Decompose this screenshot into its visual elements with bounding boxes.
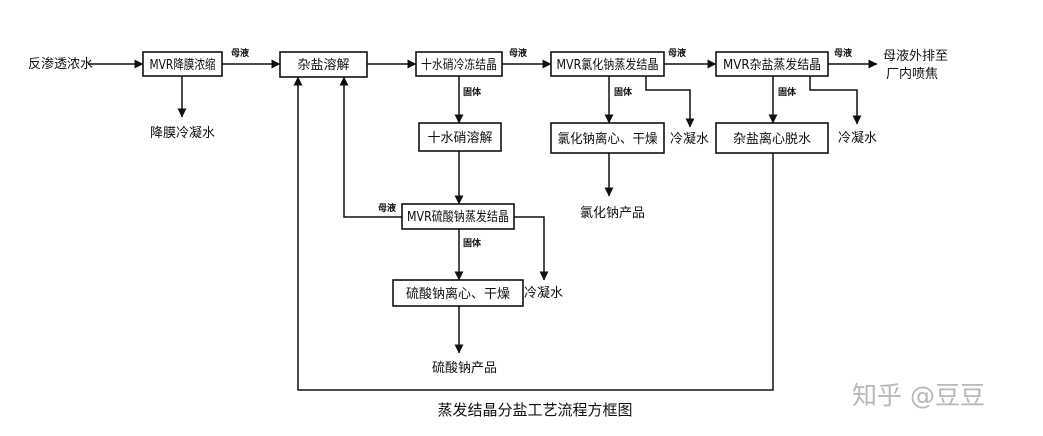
arrow-mixed-dewater-return-loop: [293, 76, 774, 391]
label-membrane-condensate: 降膜冷凝水: [150, 125, 215, 141]
box-mirabilite-crystal-label: 十水硝冷冻结晶: [421, 57, 497, 73]
label-na2so4-product: 硫酸钠产品: [432, 361, 497, 376]
label-mother-liquor-4: 母液: [834, 47, 853, 59]
box-mixed-salt-dissolve-label: 杂盐溶解: [297, 58, 349, 73]
box-nacl-centrifuge: 氯化钠离心、干燥: [550, 122, 665, 154]
box-mixed-evap-label: MVR杂盐蒸发结晶: [723, 57, 821, 73]
label-mother-liquor-5: 母液: [378, 202, 397, 214]
arrow-na2so4-evap-to-condensate: [514, 216, 549, 281]
arrow-nacl-evap-to-condensate: [645, 76, 695, 128]
box-mixed-dewater-label: 杂盐离心脱水: [733, 131, 811, 147]
box-na2so4-evap-label: MVR硫酸钠蒸发结晶: [407, 209, 509, 225]
label-condensate-na2so4: 冷凝水: [524, 285, 563, 301]
box-nacl-evap: MVR氯化钠蒸发结晶: [550, 51, 665, 77]
box-mirabilite-dissolve-label: 十水硝溶解: [427, 131, 492, 146]
box-mixed-salt-dissolve: 杂盐溶解: [279, 51, 368, 78]
connectors: [88, 59, 878, 391]
label-mother-liquor-2: 母液: [509, 47, 528, 59]
label-solid-1: 固体: [463, 86, 482, 98]
label-solid-3: 固体: [778, 86, 797, 98]
box-nacl-evap-label: MVR氯化钠蒸发结晶: [557, 57, 659, 73]
arrow-mixed-evap-to-condensate: [809, 76, 862, 125]
label-mother-liquor-3: 母液: [668, 47, 687, 59]
diagram-caption: 蒸发结晶分盐工艺流程方框图: [437, 401, 632, 419]
label-outlet-line1: 母液外排至: [883, 49, 948, 64]
label-outlet-line2: 厂内喷焦: [886, 66, 938, 82]
box-mirabilite-dissolve: 十水硝溶解: [418, 122, 502, 152]
box-mirabilite-crystal: 十水硝冷冻结晶: [415, 51, 503, 77]
label-solid-4: 固体: [463, 237, 482, 249]
process-boxes: MVR降膜浓缩 杂盐溶解 十水硝冷冻结晶 MVR氯化钠蒸发结晶 MVR杂盐蒸发结…: [142, 51, 829, 307]
box-nacl-centrifuge-label: 氯化钠离心、干燥: [558, 131, 658, 147]
box-na2so4-evap: MVR硫酸钠蒸发结晶: [401, 203, 515, 230]
box-mvr-membrane: MVR降膜浓缩: [142, 51, 223, 77]
box-na2so4-centrifuge: 硫酸钠离心、干燥: [392, 279, 524, 307]
box-mixed-dewater: 杂盐离心脱水: [715, 122, 829, 154]
label-solid-2: 固体: [614, 86, 633, 98]
watermark: 知乎 @豆豆: [852, 381, 985, 410]
label-mother-liquor-1: 母液: [231, 47, 250, 59]
box-na2so4-centrifuge-label: 硫酸钠离心、干燥: [406, 286, 510, 302]
label-nacl-product: 氯化钠产品: [580, 206, 645, 221]
box-mixed-evap: MVR杂盐蒸发结晶: [715, 51, 829, 77]
box-mvr-membrane-label: MVR降膜浓缩: [150, 57, 216, 73]
label-condensate-mixed: 冷凝水: [838, 130, 877, 146]
flow-labels: 反渗透浓水 降膜冷凝水 母液外排至 厂内喷焦 冷凝水 冷凝水 冷凝水 氯化钠产品…: [28, 47, 948, 376]
arrow-na2so4-evap-mother-liquor-return: [339, 76, 402, 218]
label-ro-concentrate: 反渗透浓水: [28, 57, 93, 72]
label-condensate-nacl: 冷凝水: [670, 131, 709, 147]
